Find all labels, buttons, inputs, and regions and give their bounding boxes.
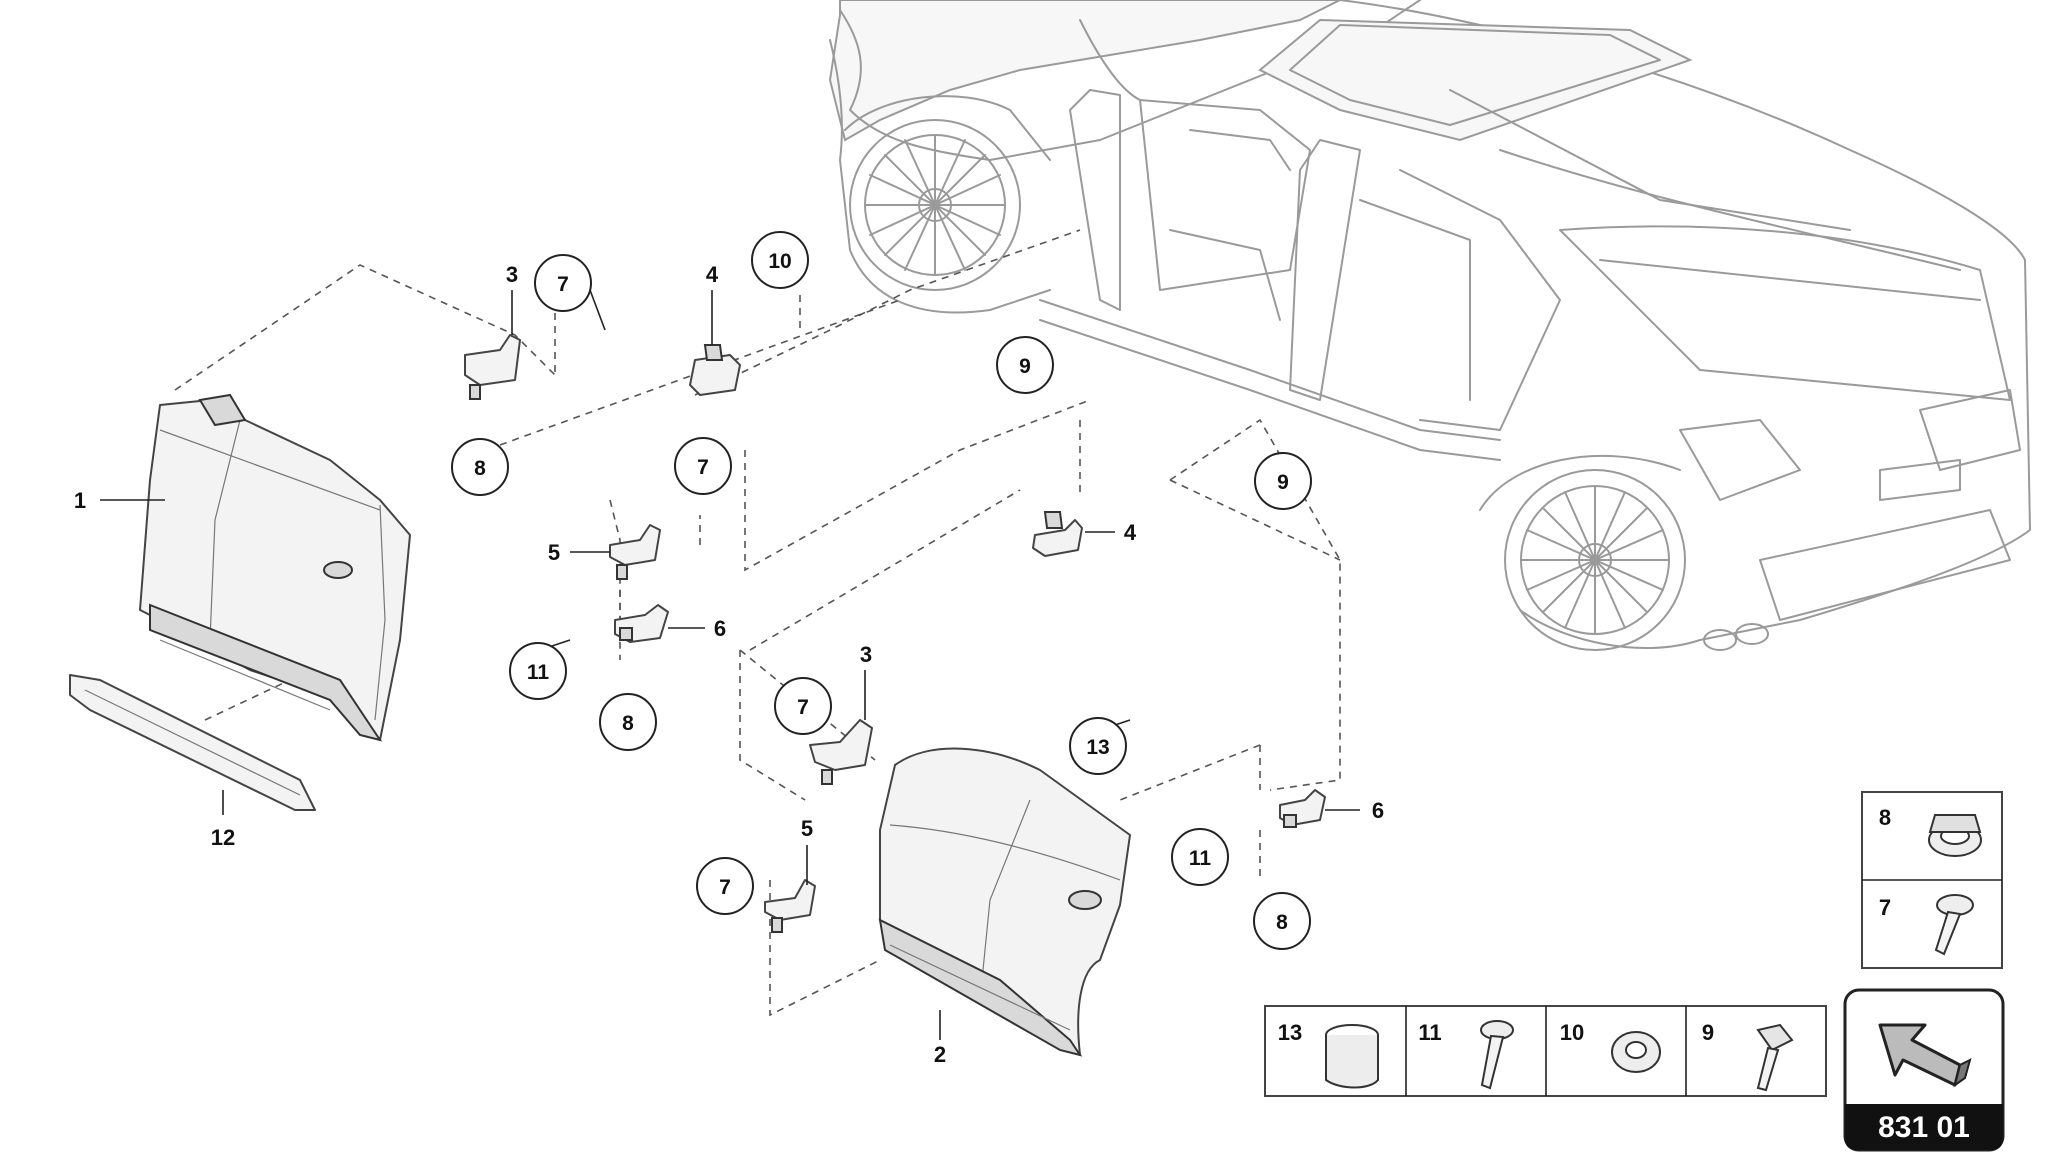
legend-item-9: 9 bbox=[1702, 1020, 1794, 1092]
section-code: 831 01 bbox=[1878, 1111, 1970, 1144]
bolt-icon bbox=[1480, 1020, 1514, 1090]
svg-text:7: 7 bbox=[697, 456, 709, 479]
svg-text:9: 9 bbox=[1702, 1020, 1714, 1045]
hinge-5-rear bbox=[764, 879, 816, 933]
hinges bbox=[464, 334, 1326, 933]
svg-text:13: 13 bbox=[1086, 736, 1109, 759]
legend-item-8: 8 bbox=[1879, 805, 1982, 857]
washer-icon bbox=[1611, 1031, 1661, 1073]
section-badge: 831 01 bbox=[1843, 988, 2005, 1152]
legend-fastener-box: 8 7 bbox=[1861, 791, 2003, 969]
label-hinge-6-front: 6 bbox=[714, 616, 726, 641]
svg-text:10: 10 bbox=[768, 250, 791, 273]
hinge-6-front bbox=[614, 604, 669, 643]
svg-text:11: 11 bbox=[527, 661, 550, 684]
hinge-4-top bbox=[689, 344, 741, 396]
hinge-upper-rear bbox=[809, 719, 873, 785]
label-hinge-upper-front: 3 bbox=[506, 262, 518, 287]
svg-text:9: 9 bbox=[1019, 355, 1031, 378]
bolt-icon bbox=[1934, 894, 1974, 956]
hinge-4-mid bbox=[1032, 511, 1083, 557]
label-sill-trim: 12 bbox=[211, 825, 235, 850]
svg-text:8: 8 bbox=[622, 712, 634, 735]
callout-11-b: 11 bbox=[1171, 828, 1229, 886]
hinge-6-rear bbox=[1279, 789, 1326, 828]
callout-9-b: 9 bbox=[1254, 452, 1312, 510]
svg-text:11: 11 bbox=[1189, 847, 1212, 870]
label-hinge-5-front: 5 bbox=[548, 540, 560, 565]
legend-item-7: 7 bbox=[1879, 894, 1974, 956]
front-door-part bbox=[139, 393, 411, 742]
callout-7-b: 7 bbox=[674, 437, 732, 495]
svg-text:8: 8 bbox=[1276, 911, 1288, 934]
legend-item-13: 13 bbox=[1278, 1020, 1379, 1089]
legend-item-10: 10 bbox=[1560, 1020, 1661, 1073]
callout-11-a: 11 bbox=[509, 642, 567, 700]
label-hinge-upper-rear: 3 bbox=[860, 642, 872, 667]
svg-text:11: 11 bbox=[1418, 1020, 1441, 1045]
legend-item-11: 11 bbox=[1418, 1020, 1514, 1090]
svg-text:7: 7 bbox=[1879, 895, 1891, 920]
sill-trim-part bbox=[69, 674, 316, 815]
svg-text:7: 7 bbox=[557, 273, 569, 296]
svg-text:13: 13 bbox=[1278, 1020, 1302, 1045]
label-front-door: 1 bbox=[74, 488, 86, 513]
svg-text:7: 7 bbox=[797, 696, 809, 719]
front-wheel-graphic bbox=[844, 95, 1051, 291]
hinge-upper-front bbox=[464, 334, 521, 400]
svg-text:8: 8 bbox=[1879, 805, 1891, 830]
leader-lines bbox=[100, 289, 1360, 1040]
label-hinge-4-mid: 4 bbox=[1124, 520, 1137, 545]
nut-icon bbox=[1928, 814, 1982, 857]
assembly-guide-lines bbox=[174, 229, 1341, 1017]
label-hinge-5-rear: 5 bbox=[801, 816, 813, 841]
callout-9-a: 9 bbox=[996, 336, 1054, 394]
direction-arrow-icon bbox=[1878, 1023, 1972, 1088]
svg-text:8: 8 bbox=[474, 457, 486, 480]
callout-7-c: 7 bbox=[774, 677, 832, 735]
callout-8-b: 8 bbox=[599, 693, 657, 751]
label-hinge-4-top: 4 bbox=[706, 262, 719, 287]
rear-door-part bbox=[878, 747, 1131, 1057]
label-rear-door: 2 bbox=[934, 1042, 946, 1067]
callout-8-c: 8 bbox=[1253, 892, 1311, 950]
svg-text:7: 7 bbox=[719, 876, 731, 899]
callout-13: 13 bbox=[1069, 717, 1127, 775]
vehicle-illustration bbox=[828, 0, 2031, 651]
hinge-5-front bbox=[609, 524, 661, 580]
callout-7-d: 7 bbox=[696, 857, 754, 915]
callout-10: 10 bbox=[751, 231, 809, 289]
callout-7-a: 7 bbox=[534, 254, 592, 312]
flange-bolt-icon bbox=[1756, 1023, 1794, 1092]
sleeve-icon bbox=[1325, 1024, 1379, 1089]
label-hinge-6-rear: 6 bbox=[1372, 798, 1384, 823]
svg-text:10: 10 bbox=[1560, 1020, 1584, 1045]
rear-wheel-graphic bbox=[1479, 454, 1686, 651]
callout-8-a: 8 bbox=[451, 438, 509, 496]
svg-text:9: 9 bbox=[1277, 471, 1289, 494]
legend-fastener-row: 13 11 10 9 bbox=[1264, 1005, 1827, 1097]
